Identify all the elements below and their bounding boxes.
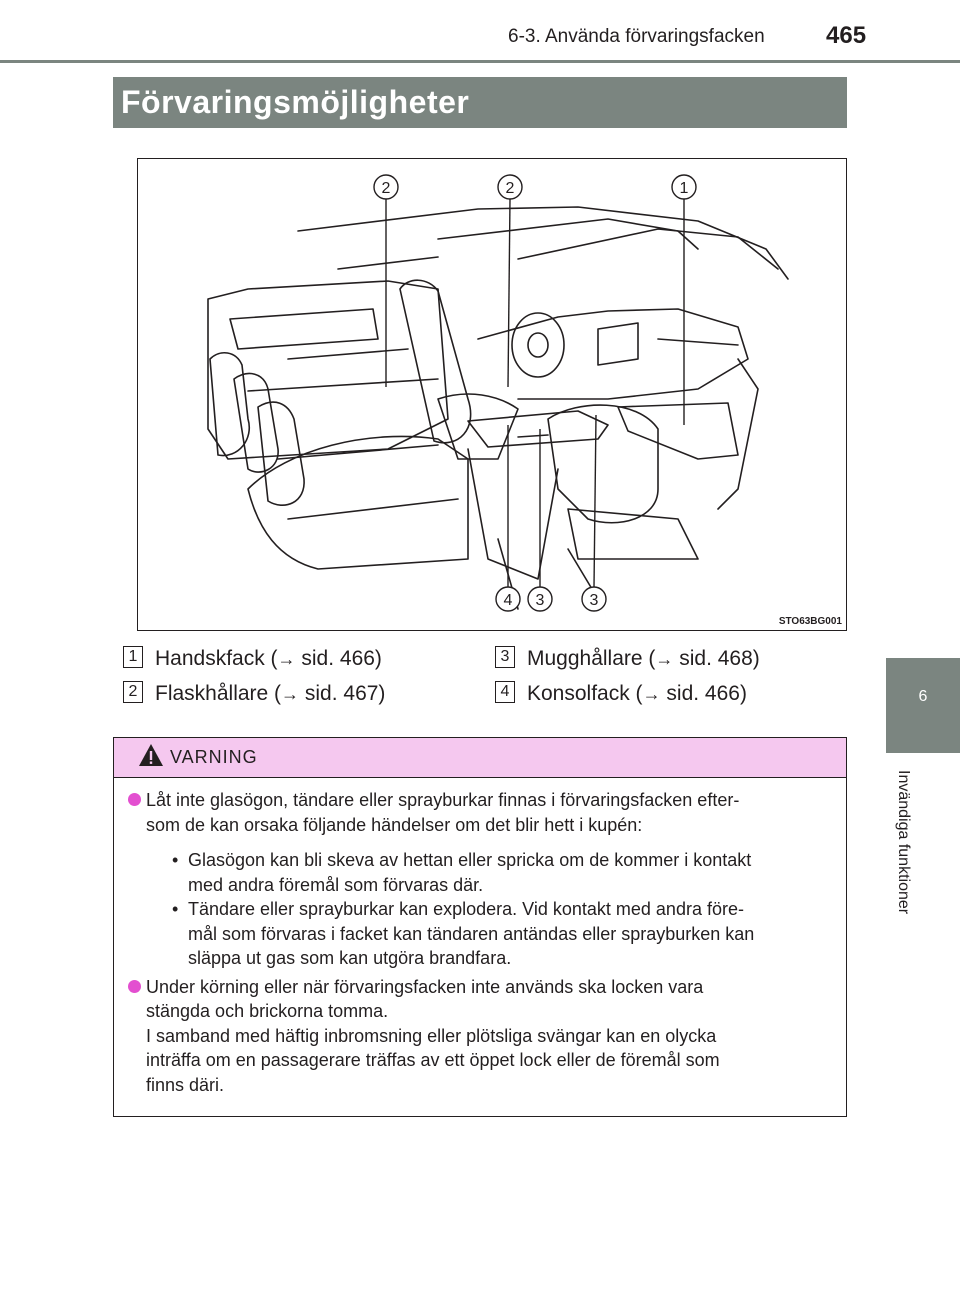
text-line: stängda och brickorna tomma. — [146, 1001, 389, 1021]
bullet-dot-icon — [128, 979, 141, 993]
text-line: som de kan orsaka följande händelser om … — [146, 814, 643, 835]
car-interior-illustration: 2 2 1 4 3 3 STO63BG001 — [137, 158, 847, 631]
warning-item-1: Låt inte glasögon, tändare eller spraybu… — [128, 788, 838, 837]
legend-number: 4 — [495, 681, 515, 703]
legend-ref: sid. 467) — [299, 682, 386, 705]
arrow-icon: → — [655, 649, 674, 669]
header-rule — [0, 60, 960, 63]
warning-sub-list: • Glasögon kan bli skeva av hettan eller… — [128, 848, 838, 971]
warning-header: VARNING — [114, 738, 846, 778]
chapter-title: Invändiga funktioner — [895, 770, 912, 915]
text-line: inträffa om en passagerare träffas av et… — [146, 1050, 720, 1070]
legend-ref: sid. 466) — [660, 682, 747, 705]
car-interior-drawing: 2 2 1 4 3 3 — [207, 174, 789, 612]
callout-top-2: 2 — [506, 180, 515, 197]
figure-code: STO63BG001 — [778, 616, 842, 627]
legend-label: Konsolfack ( — [527, 682, 643, 705]
callout-bottom-1: 4 — [504, 592, 513, 609]
text-line: släppa ut gas som kan utgöra brandfara. — [188, 948, 512, 968]
bullet-dot-icon — [128, 793, 141, 806]
warning-item-2: Under körning eller när förvaringsfacken… — [128, 975, 838, 1098]
callout-bottom-3: 3 — [590, 592, 599, 609]
text-line: Låt inte glasögon, tändare eller spraybu… — [146, 790, 740, 810]
text-line: I samband med häftig inbromsning eller p… — [146, 1025, 717, 1046]
sub-bullet: • — [172, 850, 179, 870]
running-header: 6-3. Använda förvaringsfacken — [508, 26, 765, 47]
warning-sub-item-1: • Glasögon kan bli skeva av hettan eller… — [128, 848, 838, 897]
warning-triangle-icon — [139, 744, 163, 766]
text-line: mål som förvaras i facket kan tändaren a… — [188, 923, 755, 944]
arrow-icon: → — [281, 684, 300, 704]
legend-ref: sid. 466) — [295, 647, 382, 670]
arrow-icon: → — [277, 649, 296, 669]
warning-label: VARNING — [170, 747, 258, 767]
arrow-icon: → — [642, 684, 661, 704]
legend-label: Flaskhållare ( — [155, 682, 282, 705]
callout-bottom-2: 3 — [536, 592, 545, 609]
chapter-tab: 6 — [886, 658, 960, 753]
text-line: Glasögon kan bli skeva av hettan eller s… — [188, 850, 752, 870]
text-line: Under körning eller när förvaringsfacken… — [146, 976, 704, 997]
legend-number: 2 — [123, 681, 143, 703]
section-heading-bar: Förvaringsmöjligheter — [113, 77, 847, 128]
section-heading: Förvaringsmöjligheter — [121, 84, 470, 120]
legend-label: Handskfack ( — [155, 647, 278, 670]
text-line: med andra föremål som förvaras där. — [188, 874, 484, 895]
text-line: finns däri. — [146, 1074, 225, 1095]
text-line: Tändare eller sprayburkar kan explodera.… — [188, 899, 744, 919]
warning-sub-item-2: • Tändare eller sprayburkar kan exploder… — [128, 897, 838, 971]
legend-label: Mugghållare ( — [527, 647, 656, 670]
legend-number: 1 — [123, 646, 143, 668]
legend-ref: sid. 468) — [673, 647, 760, 670]
page-number: 465 — [826, 22, 867, 49]
callout-top-1: 2 — [382, 180, 391, 197]
legend-number: 3 — [495, 646, 515, 668]
warning-box: VARNING Låt inte glasögon, tändare eller… — [113, 737, 847, 1117]
chapter-number: 6 — [918, 688, 928, 705]
sub-bullet: • — [172, 899, 179, 919]
callout-top-3: 1 — [680, 180, 689, 197]
warning-body: Låt inte glasögon, tändare eller spraybu… — [128, 788, 838, 1097]
